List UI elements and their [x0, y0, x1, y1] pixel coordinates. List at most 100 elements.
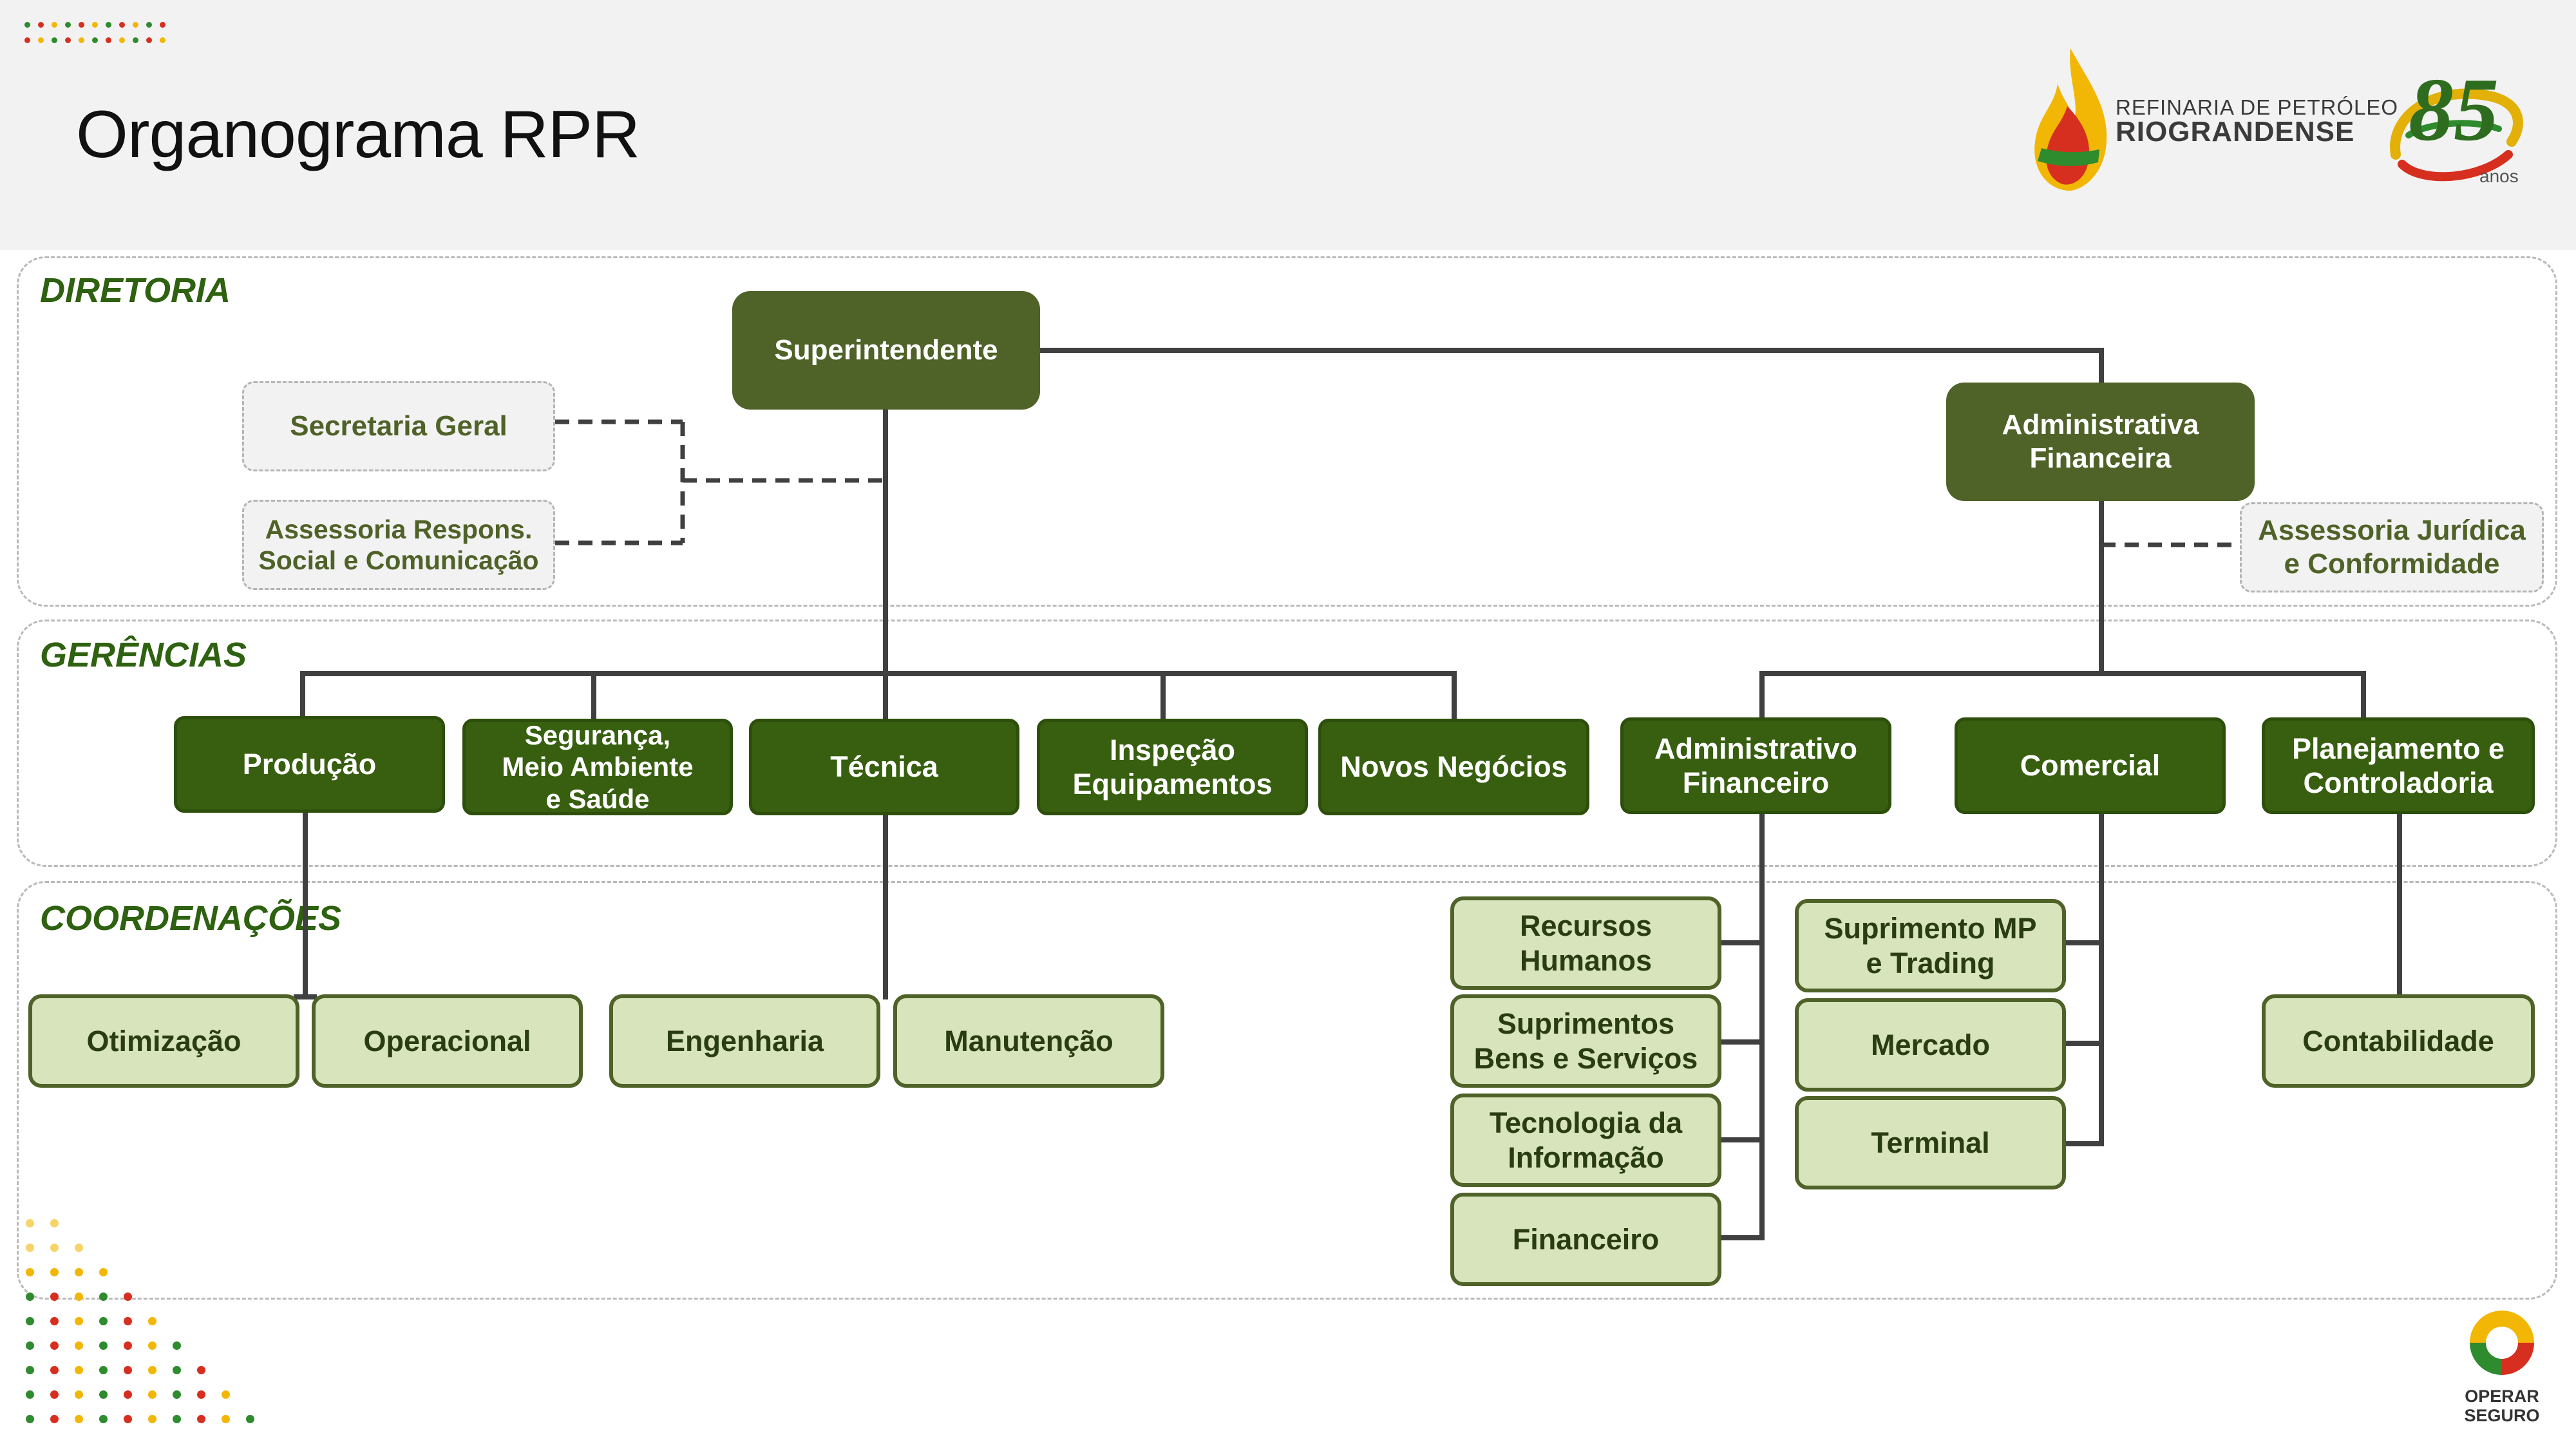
decorative-dot [99, 1268, 108, 1276]
decorative-dot [124, 1341, 132, 1350]
decorative-dot [52, 22, 57, 28]
decorative-dot [146, 22, 152, 28]
decorative-dot [26, 1219, 34, 1227]
box-terminal: Terminal [1795, 1096, 2066, 1189]
decorative-dot [106, 22, 111, 28]
box-suprimento-mp: Suprimento MP e Trading [1795, 899, 2066, 992]
section-label-gerencias: GERÊNCIAS [40, 636, 247, 674]
box-recursos-humanos: Recursos Humanos [1450, 896, 1721, 990]
decorative-dot [124, 1293, 132, 1301]
page-title: Organograma RPR [76, 97, 640, 172]
section-label-diretoria: DIRETORIA [40, 271, 231, 310]
anniversary-word: anos [2479, 166, 2519, 186]
decorative-dot [173, 1415, 181, 1423]
decorative-dot [124, 1415, 132, 1423]
box-otimizacao: Otimização [28, 994, 299, 1088]
decorative-dot [75, 1390, 83, 1399]
decorative-dot [173, 1366, 181, 1374]
decorative-dot [160, 22, 166, 28]
decorative-dot [50, 1219, 59, 1227]
decorative-dot [26, 1390, 34, 1399]
decorative-dot [50, 1341, 59, 1350]
box-engenharia: Engenharia [609, 994, 880, 1088]
decorative-dot [75, 1415, 83, 1423]
box-mercado: Mercado [1795, 998, 2066, 1092]
decorative-dot [75, 1341, 83, 1350]
decorative-dot [50, 1366, 59, 1374]
decorative-dot [222, 1390, 230, 1399]
decorative-dot [75, 1317, 83, 1325]
brand-name-line2: RIOGRANDENSE [2116, 116, 2355, 147]
anniversary-number: 85 [2409, 60, 2499, 160]
section-label-coordenacoes: COORDENAÇÕES [40, 899, 342, 938]
decorative-dot [124, 1390, 132, 1399]
safety-line1: OPERAR [2465, 1387, 2539, 1406]
decorative-dot [173, 1341, 181, 1350]
box-producao: Produção [174, 716, 445, 813]
box-superintendente: Superintendente [732, 291, 1040, 410]
box-contabilidade: Contabilidade [2262, 994, 2535, 1088]
section-gerencias [17, 620, 2557, 867]
decorative-dot [133, 37, 138, 43]
decorative-dot [99, 1317, 108, 1325]
section-diretoria [17, 256, 2557, 607]
decorative-dot [50, 1415, 59, 1423]
section-coordenacoes [17, 881, 2557, 1300]
decorative-dot [26, 1244, 34, 1252]
decorative-dot [26, 1293, 34, 1301]
decorative-dot [26, 1268, 34, 1276]
decorative-dot [52, 37, 57, 43]
decorative-dot [50, 1390, 59, 1399]
box-assessoria-juridica: Assessoria Jurídica e Conformidade [2240, 502, 2544, 592]
decorative-dot [124, 1317, 132, 1325]
box-inspecao: Inspeção Equipamentos [1037, 719, 1308, 815]
decorative-dot [119, 37, 125, 43]
decorative-dot [38, 37, 44, 43]
decorative-dot [148, 1415, 156, 1423]
safety-line2: SEGURO [2464, 1406, 2540, 1425]
decorative-dot [124, 1366, 132, 1374]
decorative-dot [148, 1366, 156, 1374]
decorative-dot [99, 1293, 108, 1301]
anniversary-ring-icon [2390, 88, 2523, 182]
decorative-dot [148, 1341, 156, 1350]
decorative-dot [26, 1341, 34, 1350]
decorative-dot [75, 1268, 83, 1276]
decorative-dot [222, 1415, 230, 1423]
decorative-dot [24, 22, 30, 28]
decorative-dot [92, 37, 98, 43]
decorative-dot [119, 22, 125, 28]
decorative-dot [75, 1293, 83, 1301]
decorative-dot [75, 1366, 83, 1374]
box-manutencao: Manutenção [893, 994, 1164, 1088]
decorative-dot [99, 1415, 108, 1423]
decorative-dot [160, 37, 166, 43]
decorative-dot [99, 1390, 108, 1399]
box-seguranca: Segurança, Meio Ambiente e Saúde [462, 719, 733, 815]
decorative-dot [197, 1390, 205, 1399]
box-financeiro: Financeiro [1450, 1193, 1721, 1286]
box-tecnica: Técnica [749, 719, 1019, 815]
decorative-dot [106, 37, 111, 43]
decorative-dot [50, 1268, 59, 1276]
decorative-dot [65, 22, 71, 28]
anniversary-logo: 85 anos [2383, 58, 2531, 193]
box-operacional: Operacional [312, 994, 583, 1088]
box-comercial: Comercial [1955, 717, 2226, 814]
decorative-dot [75, 1244, 83, 1252]
decorative-dot [79, 37, 84, 43]
decorative-dot [92, 22, 98, 28]
decorative-dot [50, 1244, 59, 1252]
operar-seguro-swirl-icon [2470, 1311, 2534, 1375]
decorative-dot [133, 22, 138, 28]
decorative-dot [173, 1390, 181, 1399]
box-planejamento: Planejamento e Controladoria [2262, 717, 2535, 814]
decorative-dot [38, 22, 44, 28]
decorative-dot [24, 37, 30, 43]
box-tecnologia: Tecnologia da Informação [1450, 1094, 1721, 1187]
decorative-dot [246, 1415, 254, 1423]
refinaria-flame-logo-icon [2034, 48, 2107, 191]
decorative-dot [26, 1415, 34, 1423]
box-administrativo-financeiro: Administrativo Financeiro [1620, 717, 1891, 814]
